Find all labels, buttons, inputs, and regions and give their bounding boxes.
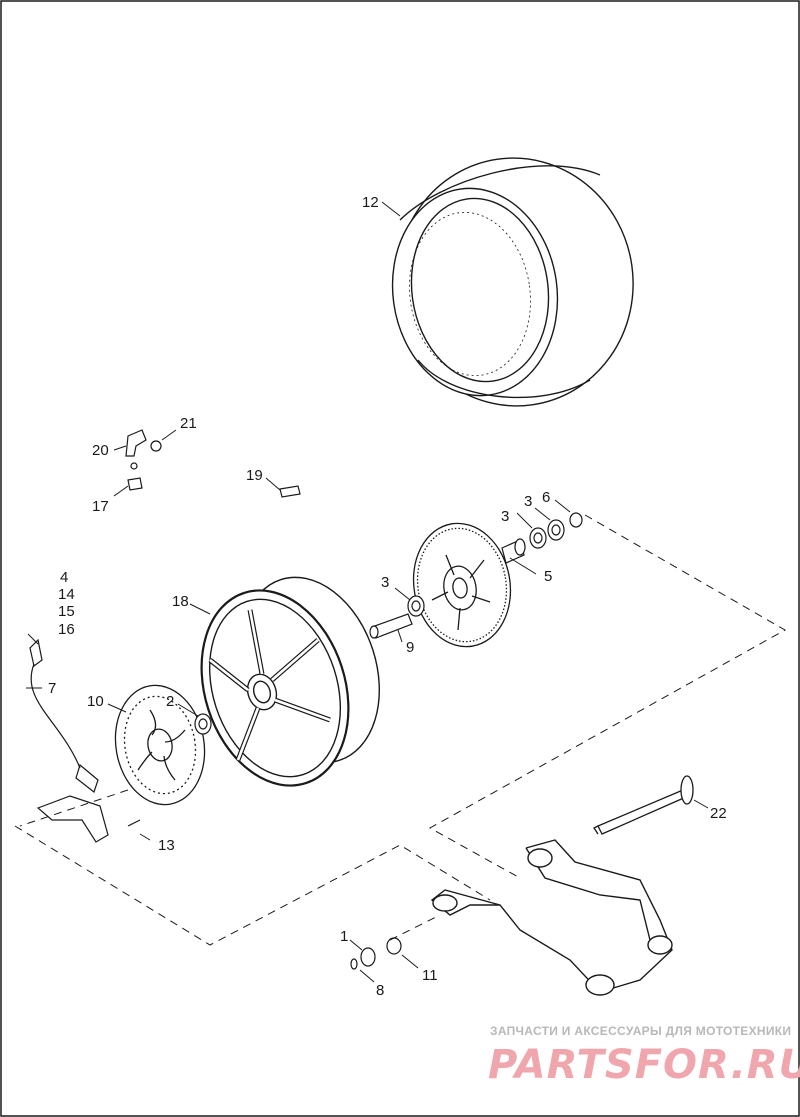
callout-5: 5 — [544, 568, 552, 585]
hardware-parts — [29, 429, 583, 970]
watermark-tagline: ЗАПЧАСТИ И АКСЕССУАРЫ ДЛЯ МОТОТЕХНИКИ — [490, 1024, 791, 1038]
swingarm — [430, 839, 673, 996]
callout-16: 16 — [58, 621, 75, 638]
callout-20: 20 — [92, 442, 109, 459]
callout-17: 17 — [92, 498, 109, 515]
leader-lines — [26, 201, 709, 983]
callout-2: 2 — [166, 693, 174, 710]
sensor-cable — [30, 663, 81, 769]
callout-3-b: 3 — [501, 508, 509, 525]
callout-14: 14 — [58, 586, 75, 603]
callout-8: 8 — [376, 982, 384, 999]
rear-axle — [593, 775, 694, 835]
assembly-lines — [14, 514, 787, 946]
watermark-logo: PARTSFOR.RU — [488, 1042, 800, 1088]
callout-7: 7 — [48, 680, 56, 697]
callout-4: 4 — [60, 569, 68, 586]
callout-19: 19 — [246, 467, 263, 484]
brake-disc — [114, 684, 206, 806]
callout-9: 9 — [406, 639, 414, 656]
callout-3-a: 3 — [381, 574, 389, 591]
callout-12: 12 — [362, 194, 379, 211]
callout-1: 1 — [340, 928, 348, 945]
callout-15: 15 — [58, 603, 75, 620]
rear-wheel — [200, 576, 380, 787]
callout-3-c: 3 — [524, 493, 532, 510]
callout-22: 22 — [710, 805, 727, 822]
tire — [391, 157, 634, 407]
callout-6: 6 — [542, 489, 550, 506]
rear-sprocket — [412, 522, 512, 648]
callout-18: 18 — [172, 593, 189, 610]
callout-11: 11 — [422, 967, 438, 984]
callout-13: 13 — [158, 837, 175, 854]
callout-10: 10 — [87, 693, 104, 710]
callout-21: 21 — [180, 415, 197, 432]
